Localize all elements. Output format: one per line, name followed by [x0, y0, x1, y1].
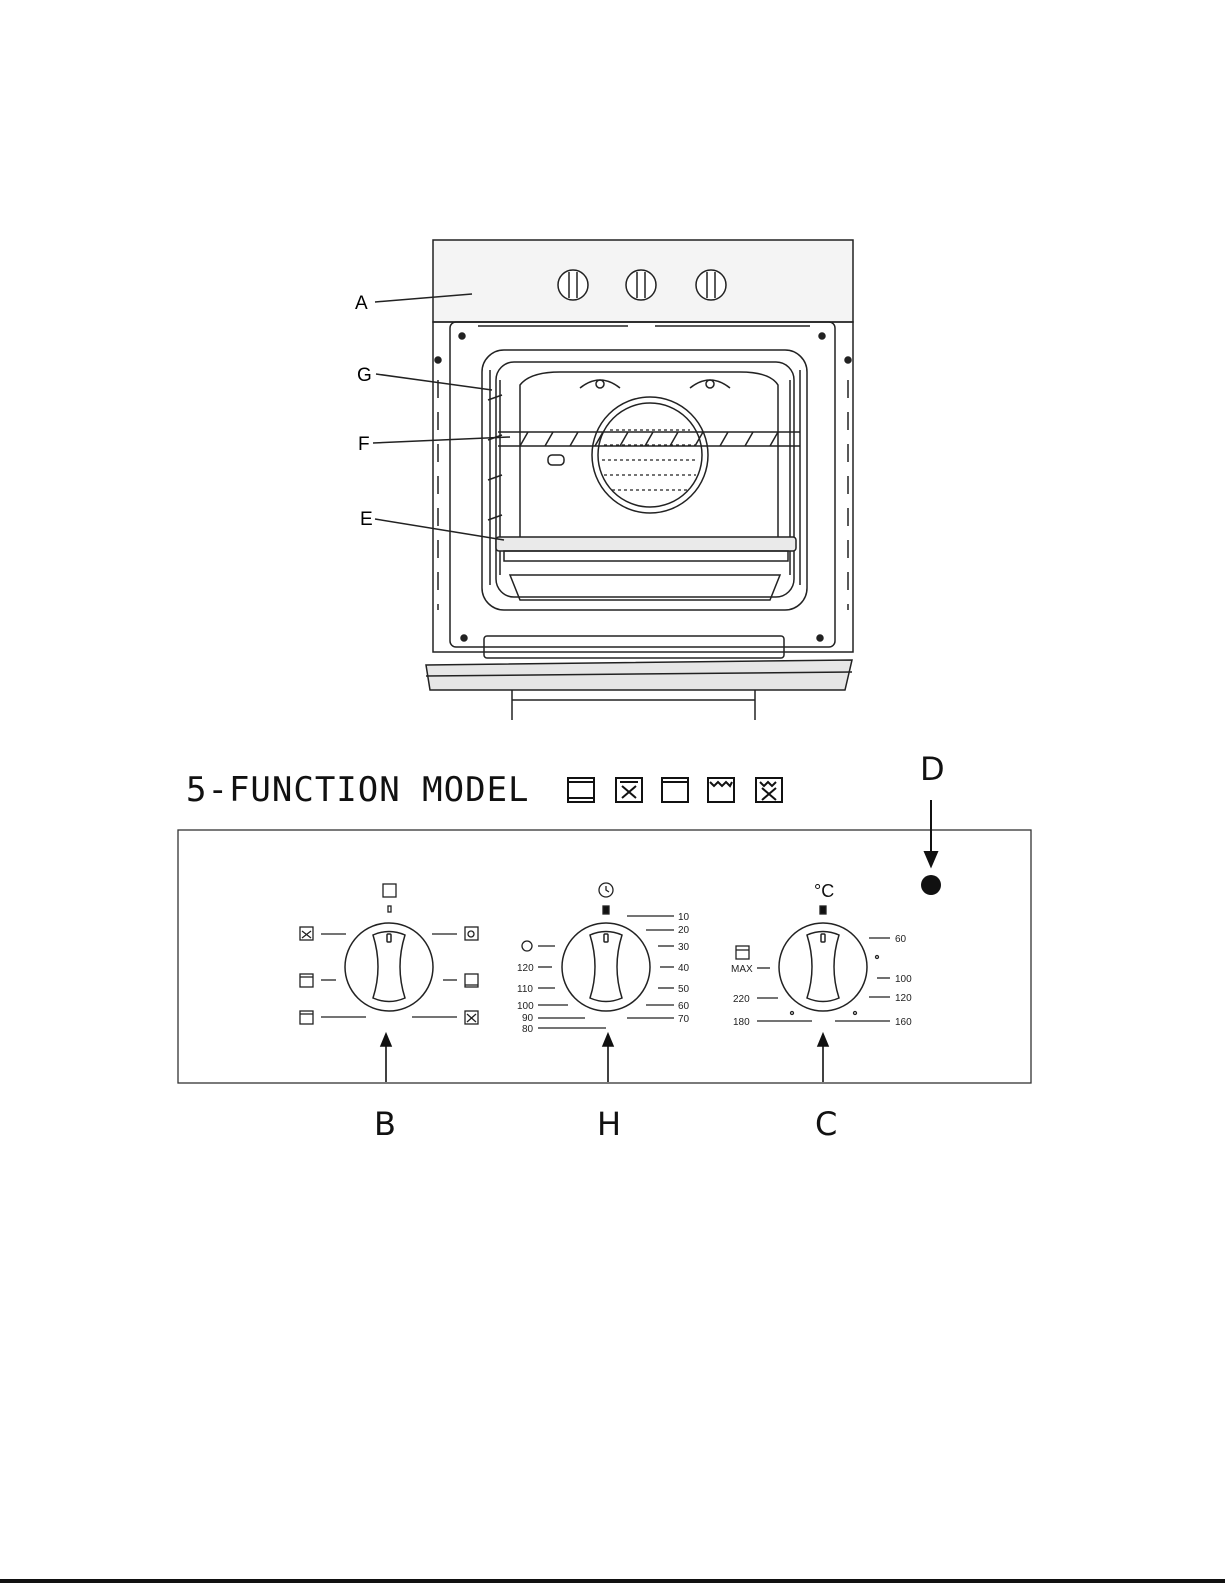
page-bottom-rule: [0, 1579, 1225, 1583]
thermostat-knob[interactable]: [779, 923, 867, 1011]
svg-text:60: 60: [895, 934, 907, 945]
fan-grill-icon: [616, 778, 642, 802]
svg-text:100: 100: [517, 1001, 534, 1012]
thermostat-left-scale: MAX 220 180: [731, 964, 753, 1028]
callout-a: A: [355, 293, 368, 314]
defrost-fan-icon: [756, 778, 782, 802]
svg-text:100: 100: [895, 974, 912, 985]
wire-shelf: [498, 432, 800, 446]
svg-text:110: 110: [517, 984, 533, 995]
baking-tray: [496, 537, 796, 561]
oven-lamp: [548, 455, 564, 465]
svg-text:MAX: MAX: [731, 964, 753, 975]
svg-text:10: 10: [678, 912, 690, 923]
leader-g: [376, 374, 492, 390]
off-icon: [383, 884, 396, 897]
fan-cover: [592, 397, 708, 513]
svg-text:50: 50: [678, 984, 690, 995]
svg-text:80: 80: [522, 1024, 534, 1035]
power-indicator-light: [921, 875, 941, 895]
manual-hand-icon: [522, 941, 532, 951]
svg-text:220: 220: [733, 994, 750, 1005]
callout-g: G: [357, 365, 372, 386]
conventional-icon: [300, 1011, 313, 1024]
max-grill-icon: [736, 946, 749, 959]
lamp-icon: [465, 927, 478, 940]
oven-front-illustration: A G F E: [0, 0, 1225, 740]
panel-knob: [626, 270, 656, 300]
svg-text:40: 40: [678, 963, 690, 974]
svg-text:20: 20: [678, 925, 690, 936]
timer-right-scale: 10 20 30 40 50 60 70: [678, 912, 690, 1025]
callout-h: H: [597, 1105, 621, 1143]
fan-grill-icon: [300, 927, 313, 940]
svg-text:160: 160: [895, 1017, 912, 1028]
control-panel-face: 10 20 30 40 50 60 70 120 110 100 90 80: [0, 800, 1225, 1140]
panel-knob: [696, 270, 726, 300]
side-rails: [488, 370, 800, 585]
leader-e: [375, 519, 504, 540]
svg-text:120: 120: [895, 993, 912, 1004]
svg-text:120: 120: [517, 963, 534, 974]
timer-knob[interactable]: [562, 923, 650, 1011]
celsius-symbol: °C: [814, 881, 834, 901]
callout-b: B: [374, 1105, 396, 1143]
callout-d: D: [920, 750, 945, 788]
svg-text:70: 70: [678, 1014, 690, 1025]
conventional-oven-icon: [568, 778, 594, 802]
function-selector-knob[interactable]: [345, 923, 433, 1011]
svg-text:90: 90: [522, 1013, 534, 1024]
panel-knob: [558, 270, 588, 300]
callout-f: F: [358, 434, 370, 455]
grill-icon: [708, 778, 734, 802]
top-heat-icon: [300, 974, 313, 987]
svg-text:180: 180: [733, 1017, 750, 1028]
callout-c: C: [815, 1105, 837, 1143]
svg-text:60: 60: [678, 1001, 690, 1012]
oven-cavity: [482, 350, 807, 610]
callout-e: E: [360, 509, 373, 530]
thermostat-right-scale: 60 100 120 160: [895, 934, 912, 1028]
top-heat-icon: [662, 778, 688, 802]
svg-text:30: 30: [678, 942, 690, 953]
timer-left-scale: 120 110 100 90 80: [517, 963, 534, 1035]
